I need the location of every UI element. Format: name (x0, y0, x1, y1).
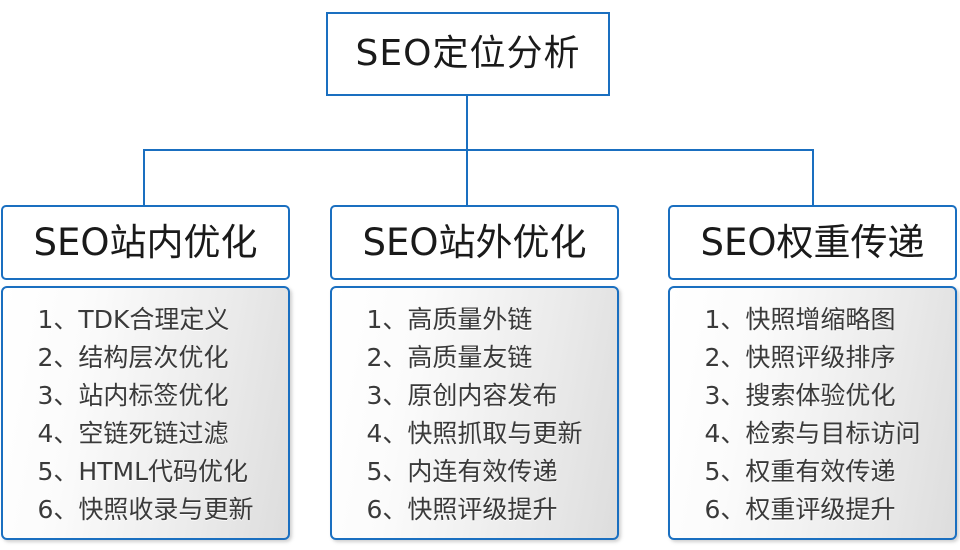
list-item: 1、高质量外链 (366, 305, 533, 334)
list-item: 1、快照增缩略图 (704, 305, 896, 334)
list-item: 4、检索与目标访问 (704, 419, 921, 448)
branch-1-header: SEO站内优化 (1, 205, 290, 280)
connector-branch-3-vertical (812, 149, 814, 206)
list-item: 1、TDK合理定义 (37, 305, 230, 334)
list-item: 6、快照收录与更新 (37, 495, 254, 524)
branch-column-1: SEO站内优化 1、TDK合理定义 2、结构层次优化 3、站内标签优化 4、空链… (1, 205, 290, 540)
list-item: 5、权重有效传递 (704, 457, 896, 486)
list-item: 2、快照评级排序 (704, 343, 896, 372)
list-item: 3、站内标签优化 (37, 381, 229, 410)
branch-2-header: SEO站外优化 (330, 205, 619, 280)
connector-root-vertical (466, 96, 468, 151)
connector-branch-1-vertical (143, 149, 145, 206)
list-item: 6、快照评级提升 (366, 495, 558, 524)
list-item: 4、空链死链过滤 (37, 419, 229, 448)
branch-3-header-label: SEO权重传递 (700, 221, 925, 264)
connector-branch-2-vertical (466, 149, 468, 206)
branch-column-2: SEO站外优化 1、高质量外链 2、高质量友链 3、原创内容发布 4、快照抓取与… (330, 205, 619, 540)
list-item: 5、内连有效传递 (366, 457, 558, 486)
list-item: 4、快照抓取与更新 (366, 419, 583, 448)
branch-1-list: 1、TDK合理定义 2、结构层次优化 3、站内标签优化 4、空链死链过滤 5、H… (1, 286, 290, 540)
list-item: 2、高质量友链 (366, 343, 533, 372)
branch-3-header: SEO权重传递 (668, 205, 957, 280)
branch-1-header-label: SEO站内优化 (33, 221, 258, 264)
list-item: 6、权重评级提升 (704, 495, 896, 524)
root-node: SEO定位分析 (326, 12, 610, 96)
list-item: 3、原创内容发布 (366, 381, 558, 410)
branch-2-header-label: SEO站外优化 (362, 221, 587, 264)
list-item: 3、搜索体验优化 (704, 381, 896, 410)
branch-column-3: SEO权重传递 1、快照增缩略图 2、快照评级排序 3、搜索体验优化 4、检索与… (668, 205, 957, 540)
list-item: 5、HTML代码优化 (37, 457, 249, 486)
branch-3-list: 1、快照增缩略图 2、快照评级排序 3、搜索体验优化 4、检索与目标访问 5、权… (668, 286, 957, 540)
branch-2-list: 1、高质量外链 2、高质量友链 3、原创内容发布 4、快照抓取与更新 5、内连有… (330, 286, 619, 540)
root-node-label: SEO定位分析 (355, 33, 581, 74)
connector-horizontal-bus (143, 149, 814, 151)
list-item: 2、结构层次优化 (37, 343, 229, 372)
